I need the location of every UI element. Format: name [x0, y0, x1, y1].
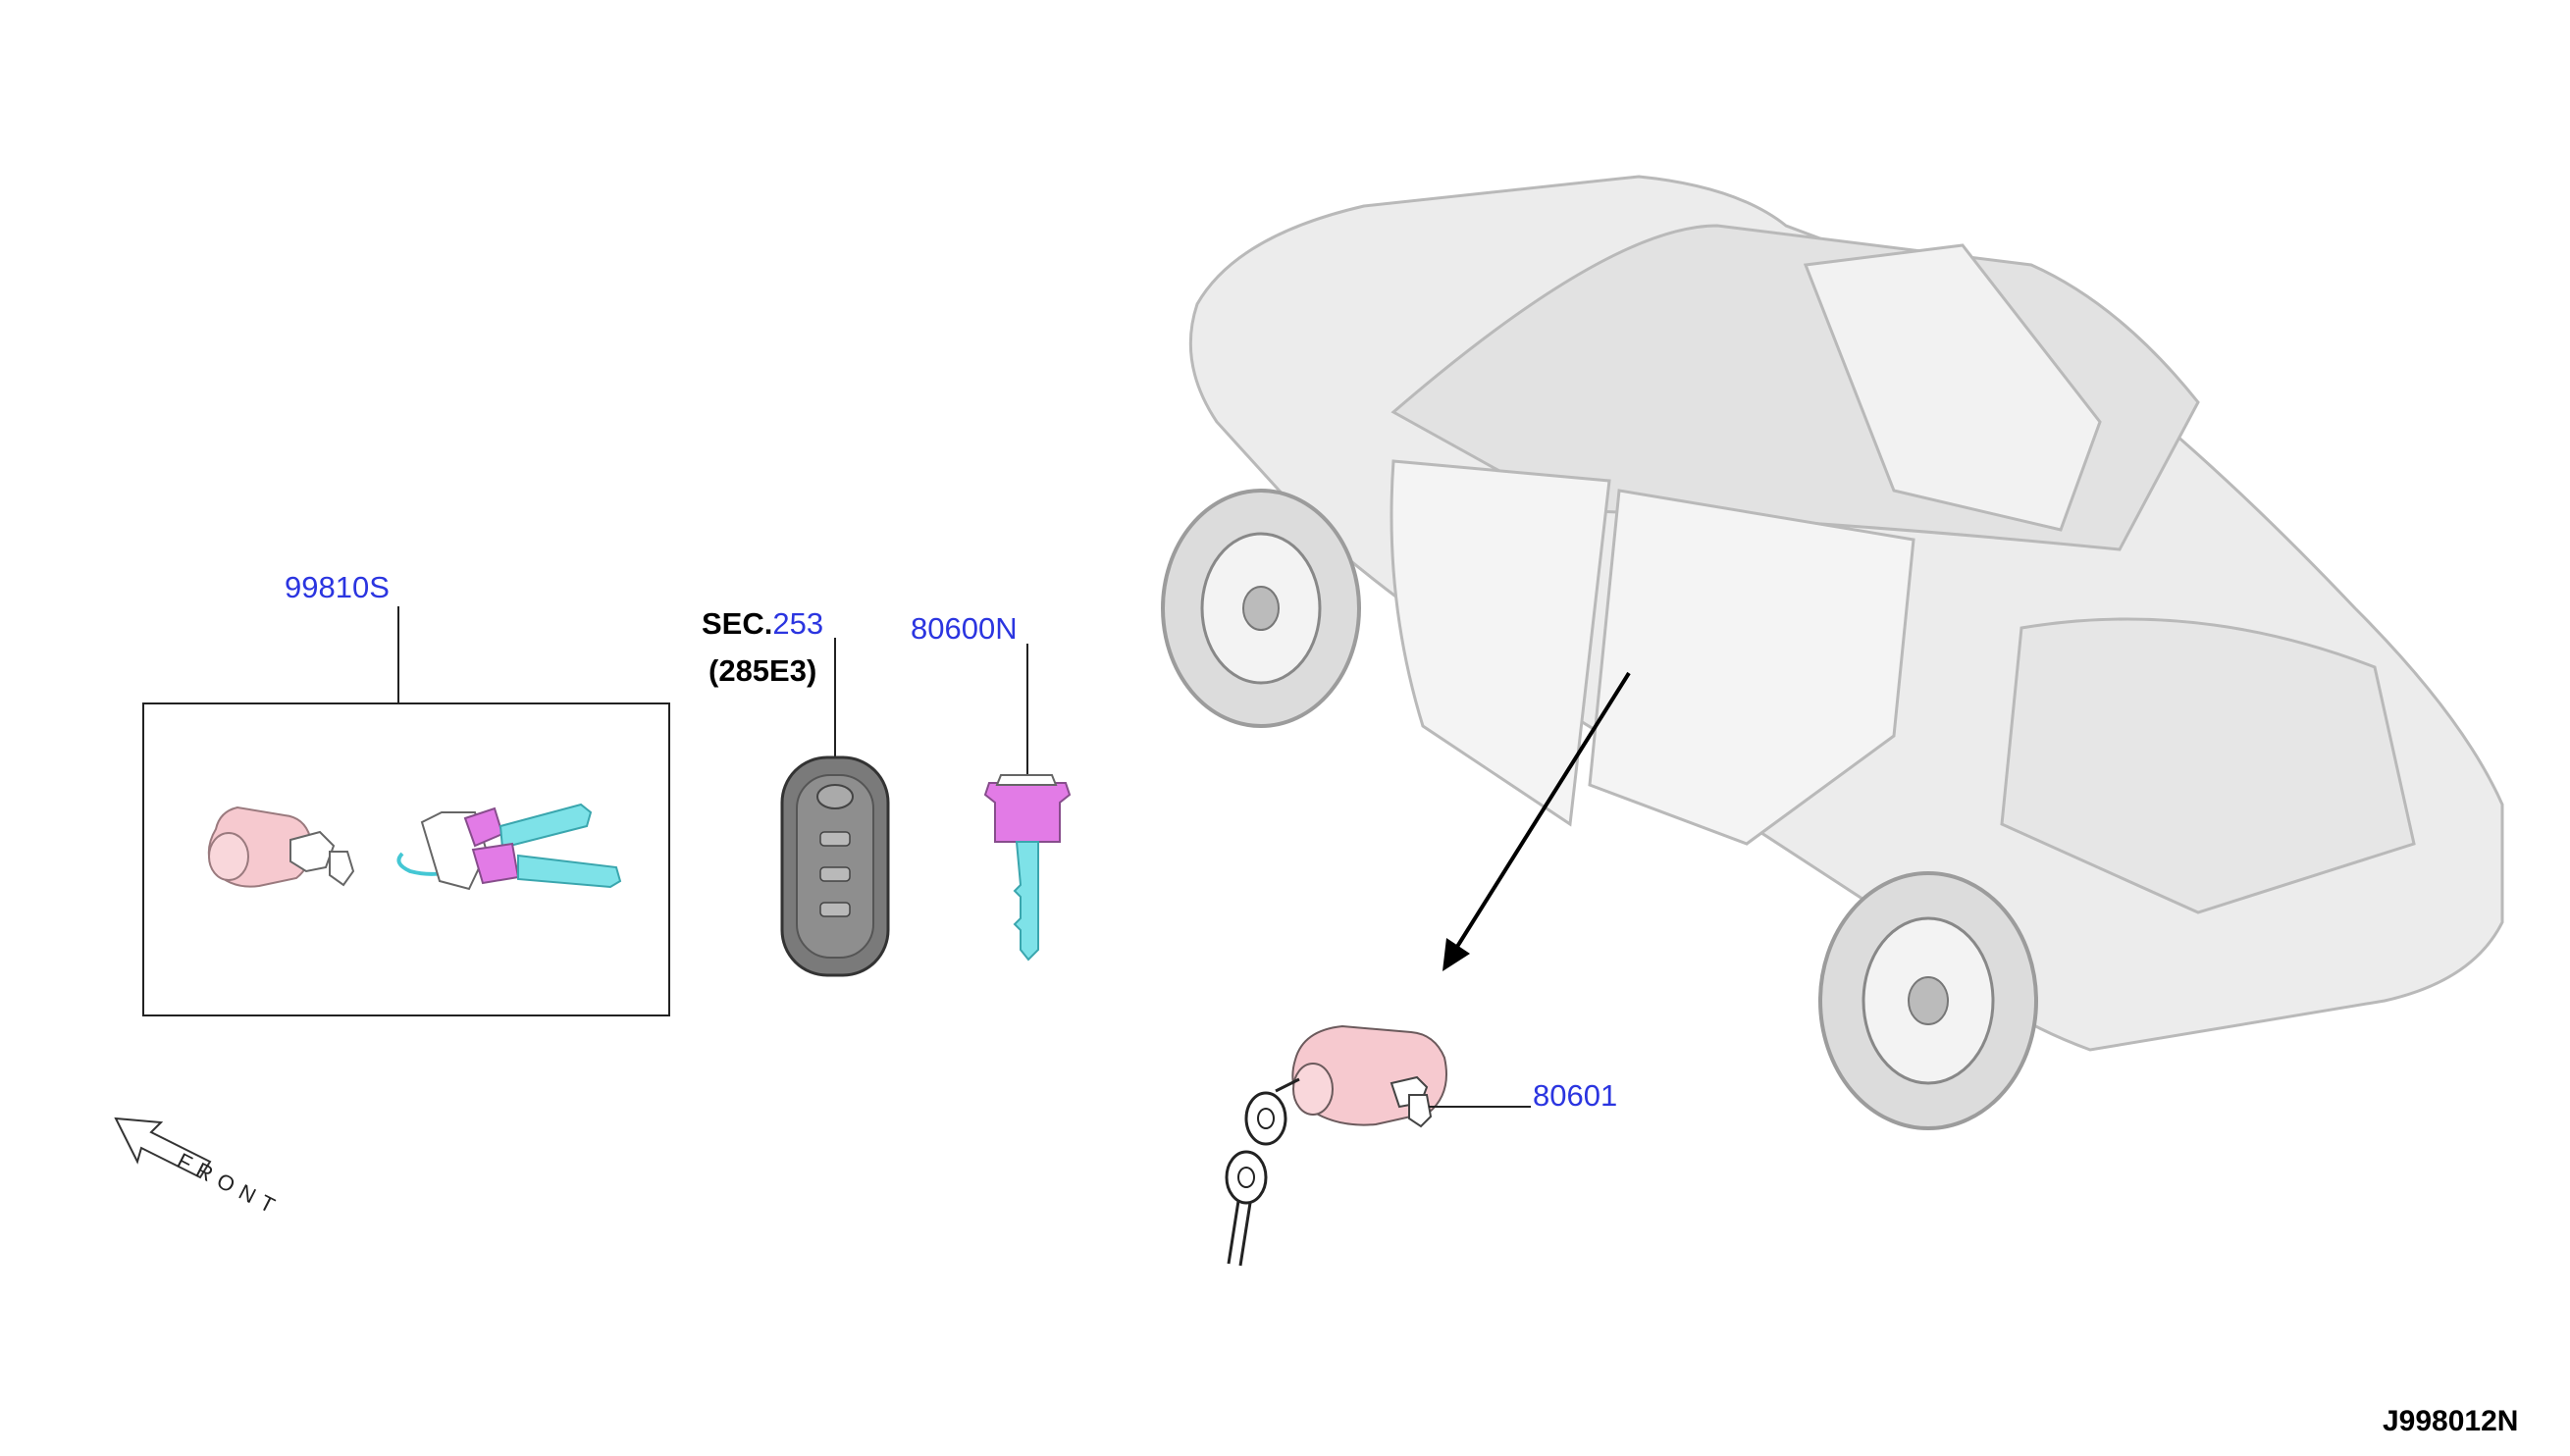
location-arrow	[1448, 671, 1631, 960]
vehicle-outline	[1188, 175, 2504, 1052]
kit-box	[142, 702, 670, 1016]
label-sec-sub: (285E3)	[708, 653, 817, 688]
kit-lock-cylinder	[207, 806, 355, 888]
label-80601: 80601	[1533, 1078, 1618, 1113]
rear-wheel	[1818, 871, 2038, 1130]
location-arrowhead	[1442, 938, 1470, 971]
mechanical-key	[983, 774, 1072, 962]
drawing-id: J998012N	[2383, 1405, 2519, 1437]
label-sec-prefix: SEC.	[702, 606, 773, 641]
front-arrow-icon	[114, 1117, 212, 1179]
label-99810s: 99810S	[285, 570, 390, 604]
label-sec-number: 253	[772, 606, 824, 641]
smart-key-fob	[780, 755, 890, 977]
door-lock-cylinder	[1225, 1024, 1447, 1267]
kit-keys	[396, 803, 622, 891]
label-sec253: SEC.253	[702, 608, 823, 639]
front-wheel	[1161, 489, 1361, 728]
label-80600n: 80600N	[911, 611, 1018, 646]
